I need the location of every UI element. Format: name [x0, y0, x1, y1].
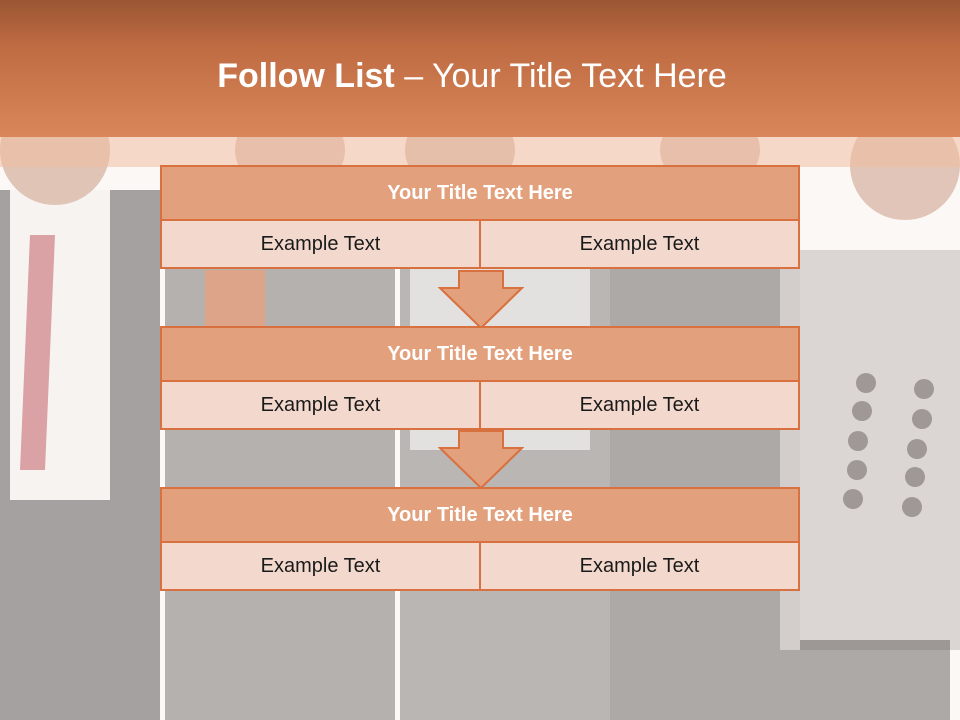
step-row: Example Text Example Text — [160, 541, 800, 591]
title-bar — [0, 0, 960, 137]
step-cell-left: Example Text — [160, 380, 481, 430]
title-bar-band — [0, 137, 960, 167]
step-cell-right: Example Text — [479, 541, 800, 591]
title-bold: Follow List — [217, 57, 395, 95]
down-arrow-icon — [438, 430, 524, 490]
step-title: Your Title Text Here — [160, 487, 800, 543]
title-rest: – Your Title Text Here — [394, 57, 727, 95]
step-block-1: Your Title Text Here Example Text Exampl… — [160, 165, 800, 269]
page-title: Follow List – Your Title Text Here — [0, 52, 944, 100]
step-row: Example Text Example Text — [160, 380, 800, 430]
step-cell-right: Example Text — [479, 219, 800, 269]
step-cell-left: Example Text — [160, 219, 481, 269]
step-row: Example Text Example Text — [160, 219, 800, 269]
step-title: Your Title Text Here — [160, 326, 800, 382]
step-block-3: Your Title Text Here Example Text Exampl… — [160, 487, 800, 591]
step-cell-left: Example Text — [160, 541, 481, 591]
step-title: Your Title Text Here — [160, 165, 800, 221]
down-arrow-icon — [438, 270, 524, 330]
step-block-2: Your Title Text Here Example Text Exampl… — [160, 326, 800, 430]
step-cell-right: Example Text — [479, 380, 800, 430]
